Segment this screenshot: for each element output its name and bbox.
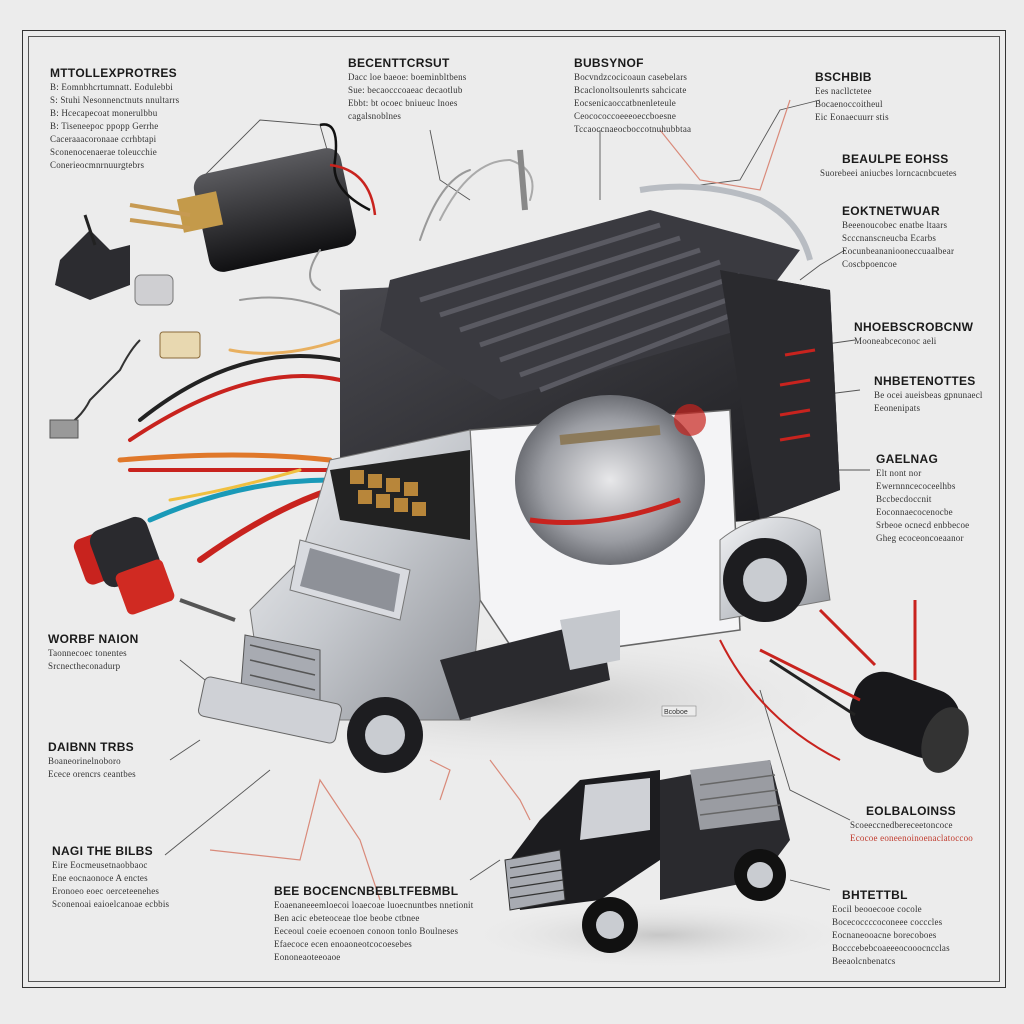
label-line: B: Eomnbhcrtumnatt. Eodulebbi [50, 82, 174, 92]
label-line: Elt nont nor [876, 468, 922, 478]
pickup-shadow [460, 900, 860, 970]
label-line: Eeceoul coeie ecoenoen conoon tonlo Boul… [274, 926, 459, 936]
label-line: Ees nacllctetee [815, 86, 872, 96]
label-heading: BUBSYNOF [574, 56, 644, 70]
label-line: Conerieocmnrnuurgtebrs [50, 160, 145, 170]
label-block-bc: BEE BOCENCNBEBLTFEBMBL Eoaenaneeemloecoi… [274, 884, 473, 964]
label-line: Bcaclonoltsoulenrts sahcicate [574, 85, 687, 95]
label-line: Caceraaacoronaae ccrhbtapi [50, 134, 157, 144]
label-block-tr2: BEAULPE EOHSS Suorebeei aniucbes lorncac… [820, 152, 957, 180]
label-line: Dacc loe baeoe: boeminbltbens [348, 72, 467, 82]
label-heading: NHBETENOTTES [874, 374, 976, 388]
label-block-r3: GAELNAG Elt nont nor Ewernnncecoceelhbs … [876, 452, 969, 545]
label-heading: EOKTNETWUAR [842, 204, 940, 218]
label-block-br1: EOLBALOINSS Scoeeccnedbereceetoncoce Eco… [850, 804, 973, 845]
label-line: Eeonenipats [874, 403, 921, 413]
label-block-r1: NHOEBSCROBCNW Mooneabceconoc aeli [854, 320, 973, 348]
label-line: Eocil beooecooe cocole [832, 904, 922, 914]
label-line: Boaneorinelnoboro [48, 756, 121, 766]
label-line: Bocaenoccoitheul [815, 99, 883, 109]
label-heading: GAELNAG [876, 452, 939, 466]
label-heading: DAIBNN TRBS [48, 740, 134, 754]
label-line: Srcnectheconadurp [48, 661, 121, 671]
label-line: Eononeaoteeoaoe [274, 952, 341, 962]
label-line: Srbeoe ocnecd enbbecoe [876, 520, 970, 530]
label-line: Eocnaneooacne borecoboes [832, 930, 937, 940]
label-heading: NHOEBSCROBCNW [854, 320, 974, 334]
label-heading: BECENTTCRSUT [348, 56, 450, 70]
label-block-tr1: BSCHBIB Ees nacllctetee Bocaenoccoitheul… [815, 70, 889, 124]
label-line: Gheg ecoceoncoeaanor [876, 533, 964, 543]
label-heading: EOLBALOINSS [866, 804, 956, 818]
label-line: Efaecoce ecen enoaoneotcocoesebes [274, 939, 413, 949]
label-heading: WORBF NAION [48, 632, 139, 646]
label-heading: BHTETTBL [842, 888, 908, 902]
relay-component [73, 516, 236, 622]
label-line: Beeaolcnbenatcs [832, 956, 896, 966]
label-line: Beeenoucobec enatbe ltaars [842, 220, 948, 230]
label-line: Bccbecdoccnit [876, 494, 932, 504]
label-line: Scccnanscneucba Ecarbs [842, 233, 937, 243]
label-line: Eoconnaecocenocbe [876, 507, 953, 517]
label-line: Ene eocnaonoce A enctes [52, 873, 148, 883]
label-block-r2: NHBETENOTTES Be ocei aueisbeas gpnunaecl… [874, 374, 983, 415]
label-heading: MTTOLLEXPROTRES [50, 66, 177, 80]
label-line: Eronoeo eoec oerceteenehes [52, 886, 160, 896]
label-block-lb1: DAIBNN TRBS Boaneorinelnoboro Ecece oren… [48, 740, 136, 781]
label-line: Tccaoccnaeocboccotnuhubbtaa [574, 124, 692, 134]
label-line: Suorebeei aniucbes lorncacnbcuetes [820, 168, 957, 178]
label-heading: BEE BOCENCNBEBLTFEBMBL [274, 884, 459, 898]
label-line: Ben acic ebeteoceae tloe beobe ctbnee [274, 913, 420, 923]
label-line: Scoeeccnedbereceetoncoce [850, 820, 953, 830]
label-block-lb2: NAGI THE BILBS Eire Eocmeusetnaobbaoc En… [52, 844, 169, 911]
label-line: Be ocei aueisbeas gpnunaecl [874, 390, 983, 400]
callout-tag-text: Bcoboe [664, 709, 688, 716]
label-line: Bocecoccccoconeee cocccles [832, 917, 943, 927]
label-line: Ewernnncecoceelhbs [876, 481, 956, 491]
label-line: B: Hcecapecoat monerulbbu [50, 108, 158, 118]
label-line: Eocsenicaoccatbnenleteule [574, 98, 676, 108]
label-line: Bocccebebcoaeeeocooocncclas [832, 943, 950, 953]
callout-tag: Bcoboe [661, 705, 697, 717]
label-line: Coscbpoencoe [842, 259, 897, 269]
inner-frame [28, 36, 1000, 982]
label-heading: BEAULPE EOHSS [842, 152, 949, 166]
label-block-tr3: EOKTNETWUAR Beeenoucobec enatbe ltaars S… [842, 204, 954, 271]
label-line: Eire Eocmeusetnaobbaoc [52, 860, 148, 870]
label-line: B: Tiseneepoc ppopp Gerrhe [50, 121, 159, 131]
label-heading: BSCHBIB [815, 70, 872, 84]
red-leader-lines [209, 99, 791, 901]
label-line: Eic Eonaecuurr stis [815, 112, 889, 122]
label-line: Eocunbeananiooneccuaalbear [842, 246, 955, 256]
label-block-tl: MTTOLLEXPROTRES B: Eomnbhcrtumnatt. Eodu… [50, 66, 179, 172]
label-heading: NAGI THE BILBS [52, 844, 153, 858]
label-line: Bocvndzcocicoaun casebelars [574, 72, 688, 82]
label-line: Eoaenaneeemloecoi loaecoae luoecnuntbes … [274, 900, 474, 910]
label-line: Mooneabceconoc aeli [854, 336, 937, 346]
main-truck [197, 149, 840, 773]
outer-frame [22, 30, 1006, 988]
label-line: cagalsnoblnes [348, 111, 402, 121]
label-line: Taonnecoec tonentes [48, 648, 127, 658]
label-block-br2: BHTETTBL Eocil beooecooe cocole Bocecocc… [832, 888, 950, 968]
battery-component [129, 123, 377, 272]
label-line: Ebbt: bt ocoec bniueuc lnoes [348, 98, 458, 108]
label-line: Sconenocenaerae toleucchie [50, 147, 157, 157]
sensor-component [719, 600, 969, 773]
pickup-truck [504, 760, 790, 953]
label-line: Sconenoai eaioelcanoae ecbbis [52, 899, 170, 909]
label-line: Ecocoe eoneenoinoenaclatoccoo [850, 833, 973, 843]
label-block-tc1: BECENTTCRSUT Dacc loe baeoe: boeminbltbe… [348, 56, 467, 123]
connector-component [49, 214, 201, 439]
label-line: Ecece orencrs ceantbes [48, 769, 136, 779]
label-line: Ceocococcoeeeoeccboesne [574, 111, 677, 121]
label-line: S: Stuhi Nesonnenctnuts nnultarrs [50, 95, 180, 105]
label-line: Sue: becaocccoaeac decaotlub [348, 85, 463, 95]
label-block-lm: WORBF NAION Taonnecoec tonentes Srcnecth… [48, 632, 139, 673]
label-block-tc2: BUBSYNOF Bocvndzcocicoaun casebelars Bca… [574, 56, 691, 136]
